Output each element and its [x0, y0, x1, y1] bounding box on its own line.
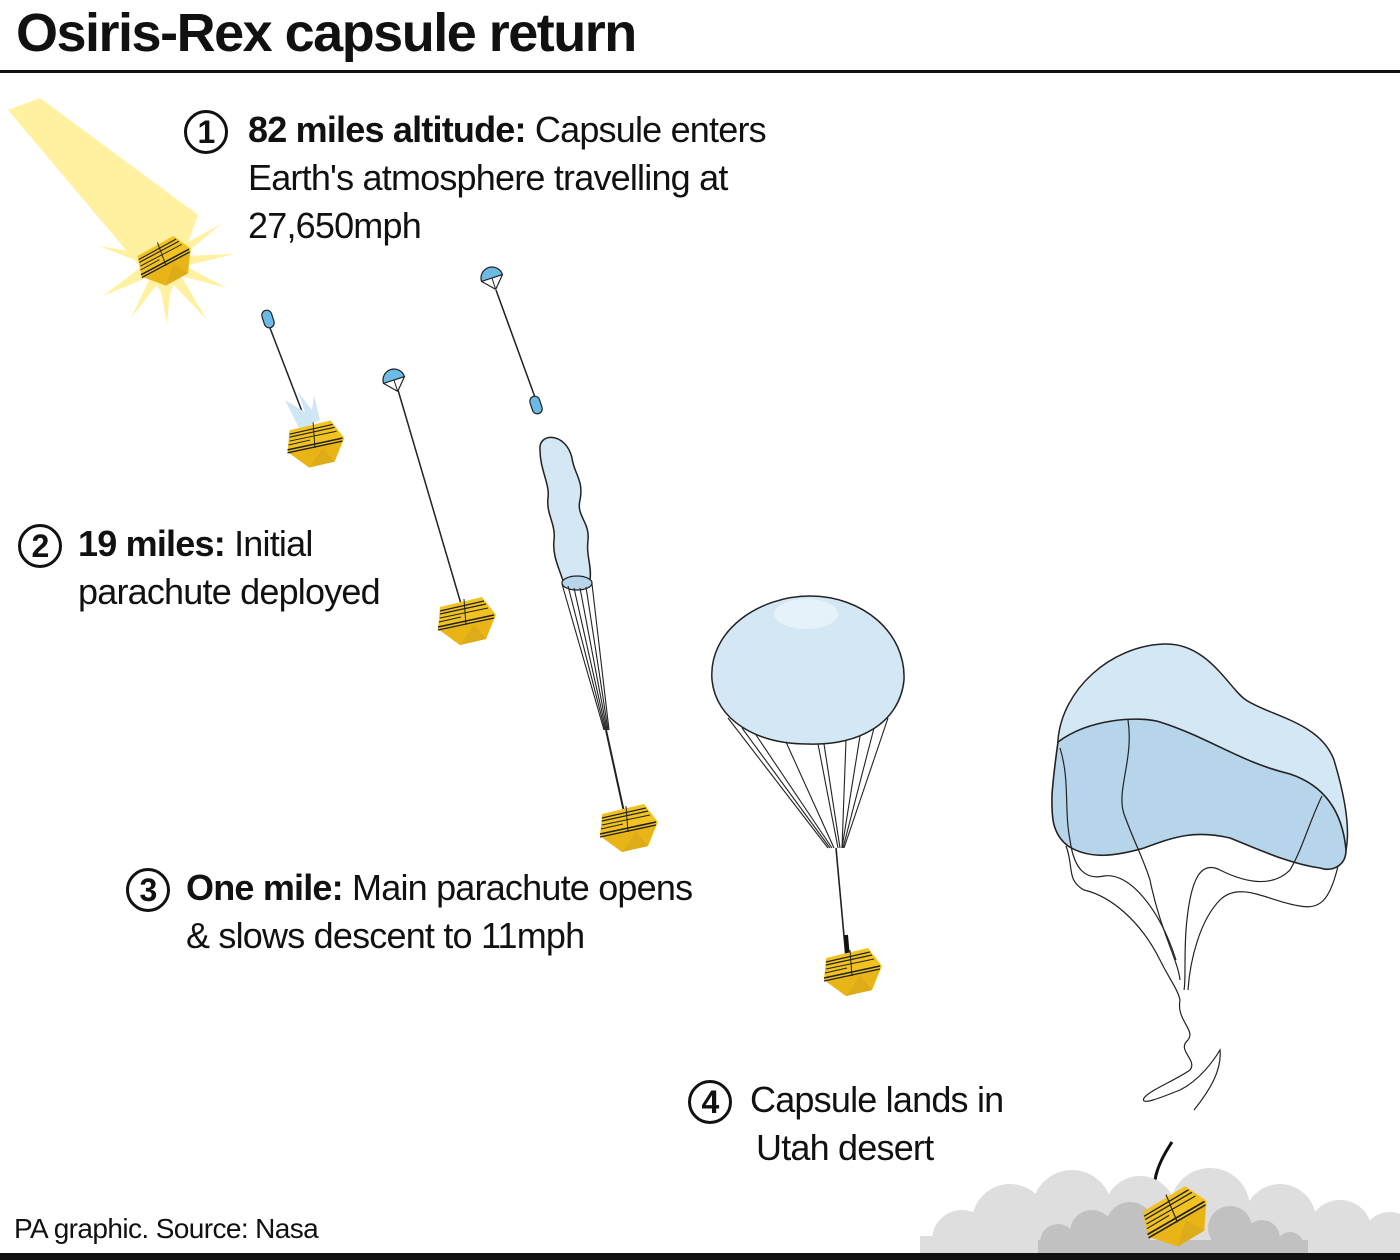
page-title: Osiris-Rex capsule return: [16, 3, 637, 63]
step-1-text-line2: Earth's atmosphere travelling at: [248, 157, 728, 198]
step-4-text-line2: Utah desert: [756, 1127, 934, 1168]
step-1-text-line1: Capsule enters: [525, 109, 767, 150]
step-2-number-badge: 2: [18, 524, 62, 568]
bottom-divider: [0, 1253, 1400, 1260]
step-4-text-line1: Capsule lands in: [750, 1079, 1004, 1120]
entry-glow-icon: [8, 98, 235, 324]
step-3-label: 3 One mile: Main parachute opens & slows…: [126, 864, 693, 960]
step-3-text-line2: & slows descent to 11mph: [186, 915, 585, 956]
step-1-label: 1 82 miles altitude: Capsule enters Eart…: [184, 106, 767, 250]
step-1-heading: 82 miles altitude:: [248, 109, 527, 150]
source-credit: PA graphic. Source: Nasa: [14, 1213, 319, 1244]
step-2-text-line2: parachute deployed: [78, 571, 381, 612]
step-4-label: 4 Capsule lands in Utah desert: [688, 1076, 1004, 1172]
step-2-text-line1: Initial: [224, 523, 313, 564]
step-3-number-badge: 3: [126, 868, 170, 912]
step-4-number-badge: 4: [688, 1080, 732, 1124]
title-divider: [0, 70, 1400, 73]
step-2-heading: 19 miles:: [78, 523, 226, 564]
step-2-label: 2 19 miles: Initial parachute deployed: [18, 520, 381, 616]
step-1-text-line3: 27,650mph: [248, 205, 422, 246]
drogue-release-icon: [261, 309, 346, 469]
landing-parachute-icon: [1051, 643, 1349, 1205]
step-3-heading: One mile:: [186, 867, 344, 908]
main-parachute-streaming-icon: [477, 263, 659, 853]
main-parachute-open-icon: [711, 595, 905, 997]
dust-cloud-icon: [920, 1168, 1400, 1260]
step-1-number-badge: 1: [184, 110, 228, 154]
drogue-parachute-icon: [379, 365, 497, 646]
step-3-text-line1: Main parachute opens: [342, 867, 693, 908]
